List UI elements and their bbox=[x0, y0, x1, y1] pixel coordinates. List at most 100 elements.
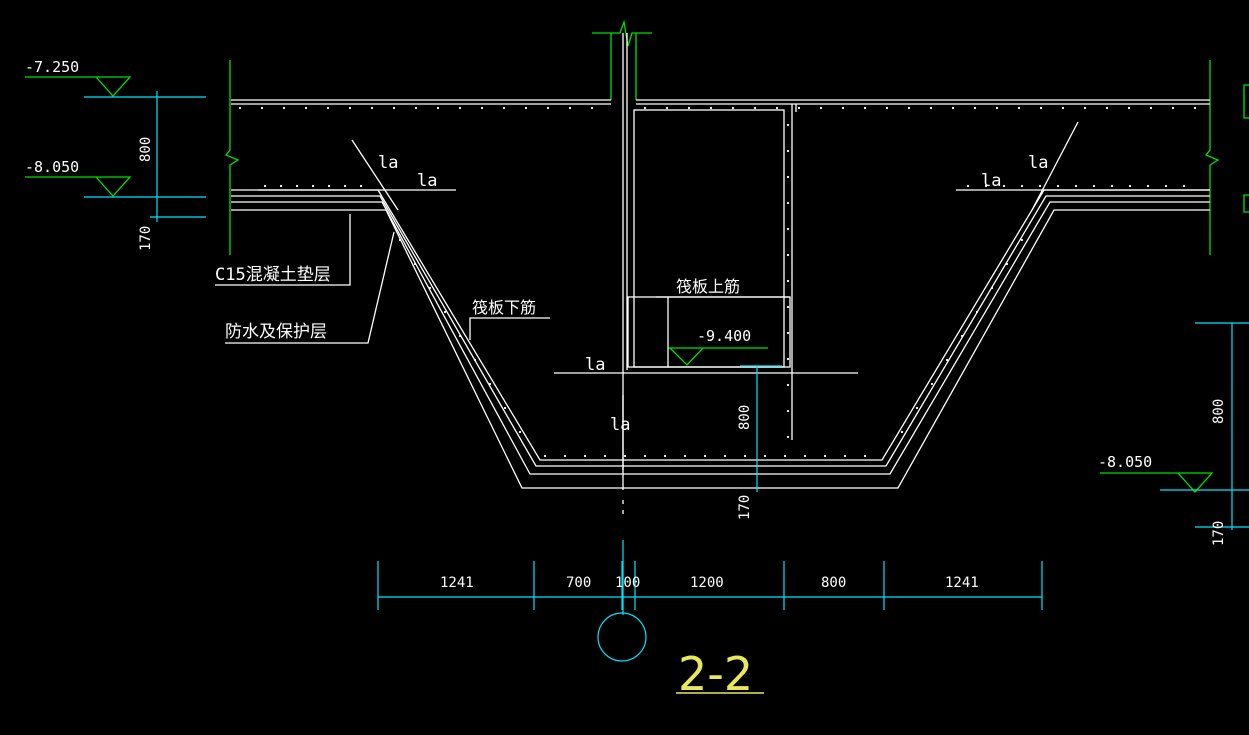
elev-mid-left-text: -8.050 bbox=[25, 158, 79, 176]
rebar-dot bbox=[907, 106, 911, 110]
rebar-dot bbox=[951, 106, 955, 110]
rebar-dot bbox=[1005, 262, 1009, 266]
rebar-dot bbox=[843, 454, 847, 458]
rebar-dot bbox=[414, 106, 418, 110]
rebar-dot bbox=[743, 454, 747, 458]
label-cushion: C15混凝土垫层 bbox=[215, 265, 331, 285]
rebar-dot bbox=[1074, 184, 1078, 188]
rebar-dot bbox=[786, 253, 790, 257]
leader-cushion bbox=[215, 214, 351, 286]
elev-top-left-text: -7.250 bbox=[25, 58, 79, 76]
rebar-dot bbox=[643, 454, 647, 458]
dim-h-0: 1241 bbox=[440, 575, 474, 591]
elev-mark-mid-left bbox=[25, 176, 132, 197]
rebar-dot bbox=[543, 454, 547, 458]
rebar-dot bbox=[823, 454, 827, 458]
rebar-dot bbox=[348, 106, 352, 110]
rebar-dot bbox=[930, 382, 934, 386]
rebar-dot bbox=[282, 106, 286, 110]
pit-profile-2 bbox=[231, 195, 1210, 467]
left-wall-line bbox=[224, 60, 240, 255]
rebar-dot bbox=[546, 106, 550, 110]
rebar-dot bbox=[915, 406, 919, 410]
elev-right-text: -8.050 bbox=[1098, 453, 1152, 471]
rebar-dot bbox=[304, 106, 308, 110]
rebar-dot bbox=[1182, 184, 1186, 188]
label-la-6: la bbox=[610, 415, 630, 435]
vertical-dimension-labels: 800 170 800 170 800 170 bbox=[138, 137, 1227, 546]
rebar-dot bbox=[1127, 106, 1131, 110]
rebar-dot bbox=[786, 409, 790, 413]
rebar-dot bbox=[687, 106, 691, 110]
rebar-dot bbox=[326, 106, 330, 110]
rebar-dot bbox=[1146, 184, 1150, 188]
rebar-dot bbox=[1083, 106, 1087, 110]
rebar-dot bbox=[1017, 106, 1021, 110]
rebar-dot bbox=[568, 106, 572, 110]
rebar-dot bbox=[723, 454, 727, 458]
rebar-dot bbox=[480, 106, 484, 110]
rebar-dot bbox=[973, 106, 977, 110]
rebar-dot bbox=[1128, 184, 1132, 188]
rebar-dot bbox=[311, 184, 315, 188]
rebar-dot bbox=[1020, 238, 1024, 242]
rebar-dot bbox=[359, 184, 363, 188]
dim-center-800: 800 bbox=[737, 405, 753, 430]
rebar-dot bbox=[343, 184, 347, 188]
rebar-dot bbox=[443, 310, 447, 314]
rebar-dot bbox=[786, 149, 790, 153]
dim-h-2: 100 bbox=[615, 575, 640, 591]
column-break-line bbox=[592, 19, 652, 47]
section-title: 2-2 bbox=[678, 647, 753, 701]
rebar-dot bbox=[786, 383, 790, 387]
section-circle bbox=[597, 612, 647, 662]
elev-pit-bottom-text: -9.400 bbox=[697, 327, 751, 345]
rebar-dot bbox=[1105, 106, 1109, 110]
rebar-dot bbox=[763, 454, 767, 458]
label-raft-top-rebar: 筏板上筋 bbox=[676, 277, 740, 296]
rebar-dot bbox=[502, 106, 506, 110]
rebar-dot bbox=[524, 106, 528, 110]
rebar-dot bbox=[1056, 184, 1060, 188]
rebar-dot bbox=[984, 184, 988, 188]
label-waterproof: 防水及保护层 bbox=[225, 322, 327, 342]
rebar-dot bbox=[900, 430, 904, 434]
rebar-dot bbox=[786, 227, 790, 231]
rebar-dot bbox=[775, 106, 779, 110]
rebar-dot bbox=[1092, 184, 1096, 188]
rebar-dot bbox=[518, 430, 522, 434]
rebar-dot bbox=[1164, 184, 1168, 188]
rebar-dot bbox=[263, 184, 267, 188]
rebar-dot bbox=[563, 454, 567, 458]
rebar-dot bbox=[885, 106, 889, 110]
dim-center-170: 170 bbox=[737, 495, 753, 520]
wall-lines bbox=[25, 19, 1249, 493]
label-la-1: la bbox=[378, 153, 398, 173]
elev-mark-right bbox=[1100, 472, 1214, 493]
rebar-dot bbox=[786, 201, 790, 205]
rebar-dot bbox=[1171, 106, 1175, 110]
elevation-labels: -7.250 -8.050 -9.400 -8.050 bbox=[25, 58, 1152, 471]
rebar-dot bbox=[863, 454, 867, 458]
rebar-dot bbox=[863, 106, 867, 110]
rebar-dot bbox=[327, 184, 331, 188]
rebar-dot bbox=[603, 454, 607, 458]
rebar-dot bbox=[786, 123, 790, 127]
rebar-dot bbox=[279, 184, 283, 188]
rebar-dot bbox=[786, 305, 790, 309]
rebar-dot bbox=[703, 454, 707, 458]
rebar-dot bbox=[786, 357, 790, 361]
dim-right-170: 170 bbox=[1211, 521, 1227, 546]
rebar-dot bbox=[929, 106, 933, 110]
dim-left-800: 800 bbox=[138, 137, 154, 162]
rebar-dot bbox=[590, 106, 594, 110]
rebar-dot bbox=[398, 238, 402, 242]
rebar-dot bbox=[370, 106, 374, 110]
dim-right-800: 800 bbox=[1211, 399, 1227, 424]
rebar-dot bbox=[960, 334, 964, 338]
rebar-dot bbox=[803, 454, 807, 458]
label-raft-bottom-rebar: 筏板下筋 bbox=[472, 298, 536, 317]
rebar-dot bbox=[1039, 106, 1043, 110]
rebar-dot bbox=[786, 175, 790, 179]
rebar-dot bbox=[786, 279, 790, 283]
